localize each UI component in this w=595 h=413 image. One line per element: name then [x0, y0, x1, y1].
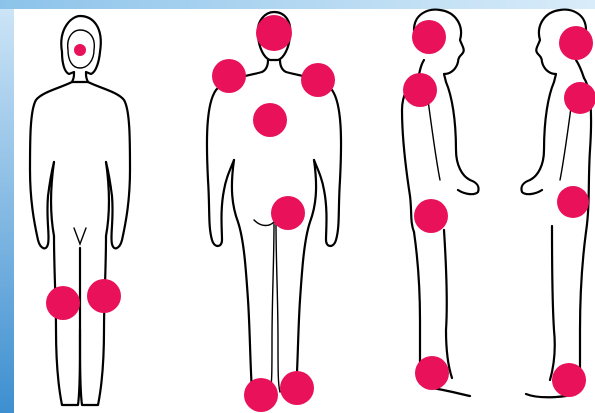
marker-side-right-shoulder — [403, 73, 437, 107]
marker-back-right-heel — [280, 371, 314, 405]
marker-front-left-knee — [46, 286, 80, 320]
pain-markers — [46, 15, 595, 412]
marker-side-left-ankle — [552, 363, 586, 397]
marker-front-right-knee — [87, 279, 121, 313]
marker-back-right-shoulder — [301, 63, 335, 97]
marker-back-left-shoulder — [212, 59, 246, 93]
marker-back-left-heel — [244, 378, 278, 412]
marker-side-left-head — [559, 26, 593, 60]
marker-side-right-ankle — [415, 356, 449, 390]
marker-back-head — [256, 15, 292, 51]
marker-side-right-hip — [414, 199, 448, 233]
marker-back-mid-back — [253, 103, 287, 137]
marker-side-left-hip — [557, 186, 589, 218]
marker-side-right-head — [412, 20, 446, 54]
marker-front-chin — [74, 44, 86, 56]
figure-front-female — [30, 16, 130, 405]
marker-side-left-shoulder — [564, 82, 595, 114]
marker-back-lower-back — [271, 196, 305, 230]
